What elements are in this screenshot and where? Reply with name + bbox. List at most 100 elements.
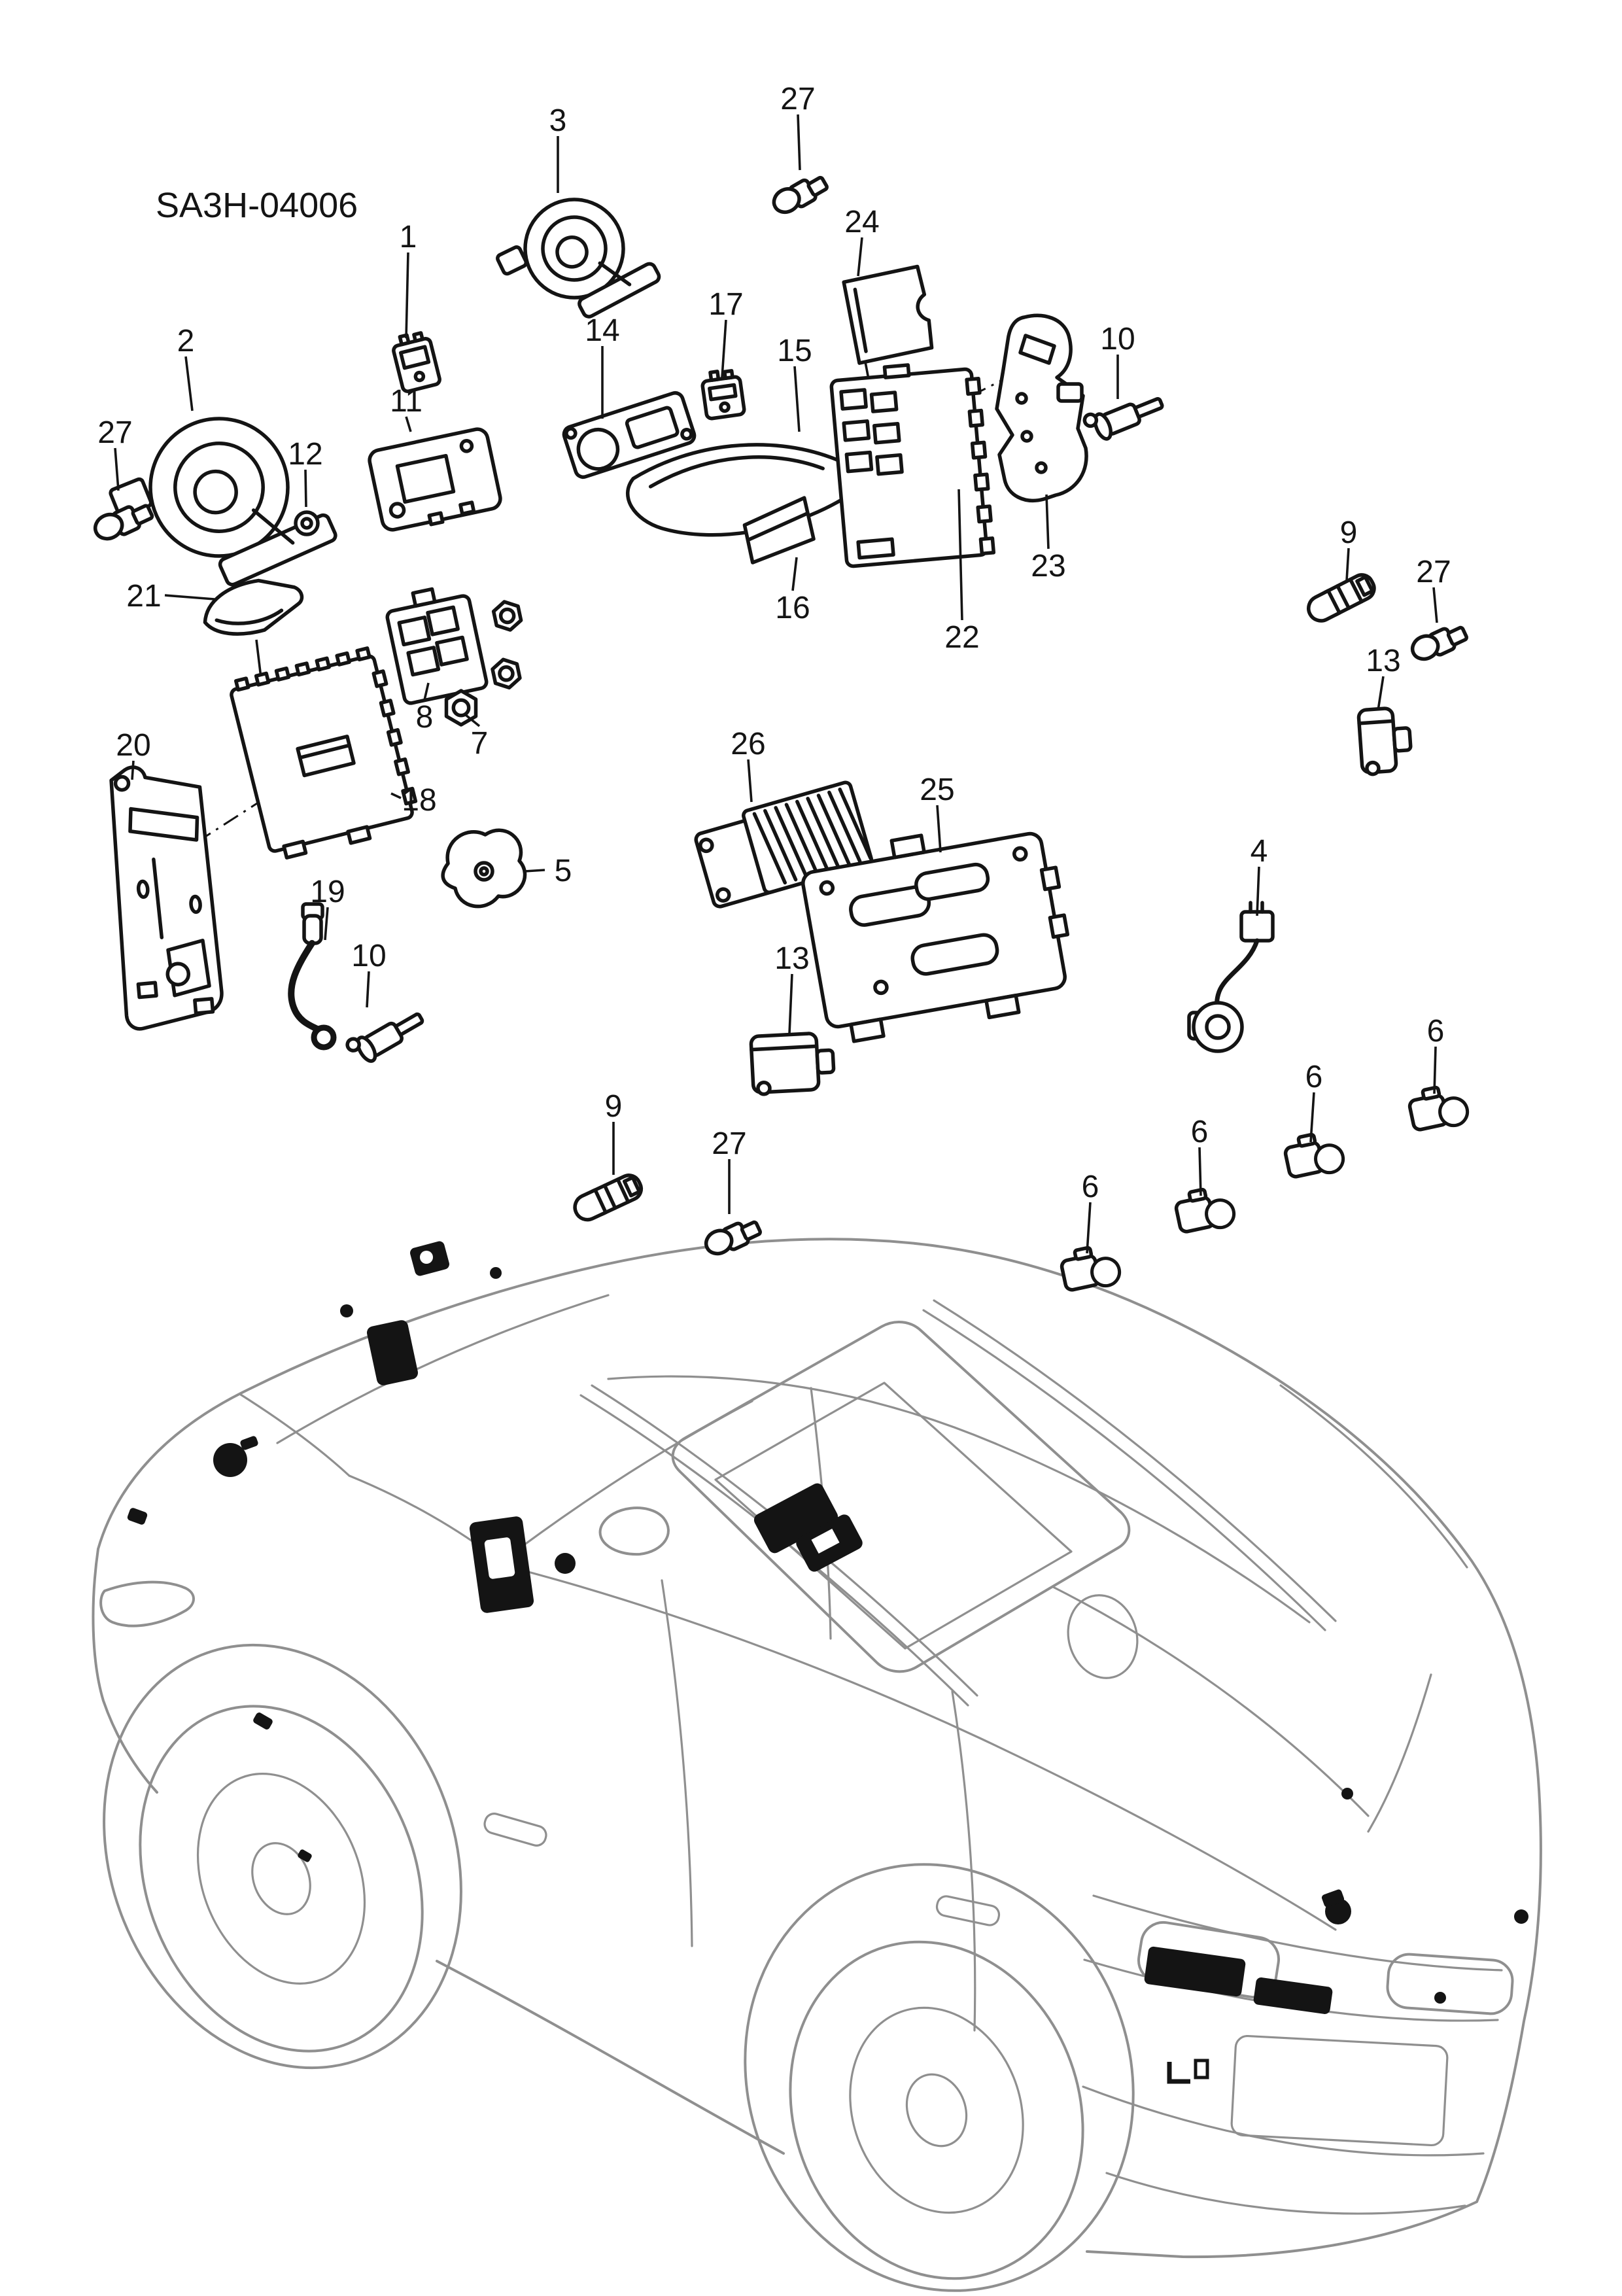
callout-leader: [1345, 548, 1350, 582]
part-10-2-speed-sensor: [345, 1012, 424, 1063]
callout-16: 16: [775, 557, 810, 625]
callout-4: 4: [1251, 834, 1268, 916]
part-5-isolator-mount: [441, 828, 527, 909]
car-front-tire: [139, 1705, 424, 2053]
part-27-3-bolt-sensor: [1410, 625, 1468, 661]
callout-leader: [958, 489, 963, 621]
callout-label: 10: [351, 939, 386, 973]
diagram-code: SA3H-04006: [156, 186, 358, 225]
callout-label: 4: [1251, 834, 1268, 869]
callout-label: 11: [390, 384, 423, 419]
callout-10-2: 10: [351, 939, 387, 1008]
part-23-support-bracket: [995, 313, 1088, 503]
callout-leader: [131, 760, 135, 780]
clip-mark: [127, 1508, 148, 1525]
callout-label: 16: [775, 591, 810, 625]
callout-17: 17: [708, 287, 744, 378]
callout-22: 22: [944, 489, 980, 655]
callout-5: 5: [524, 854, 572, 888]
callout-leader: [747, 759, 753, 803]
part-10-1-speed-sensor: [1082, 397, 1164, 441]
callout-leader: [1432, 587, 1438, 623]
part-1-switch-unit: [392, 331, 441, 393]
callout-9-1: 9: [1340, 515, 1357, 582]
car-front-lower: [92, 1548, 158, 1794]
callout-label: 2: [177, 324, 195, 358]
part-4-camera-assembly: [1187, 901, 1275, 1053]
car-tail-lamp-right: [1386, 1953, 1514, 2015]
car-rear-wheel-arch: [744, 1863, 1135, 2292]
callout-7: 7: [464, 714, 489, 761]
callout-12: 12: [288, 437, 323, 508]
part-24-mount-bracket: [842, 264, 934, 365]
callout-leader: [1086, 1202, 1092, 1254]
callout-label: 18: [402, 783, 436, 818]
car-rear-glass-lower: [1052, 1586, 1370, 1817]
car-door-seam-rear: [951, 1690, 976, 2032]
callout-6-4: 6: [1082, 1170, 1099, 1254]
part-6-4-parking-sensor: [1060, 1245, 1122, 1292]
car-rail-right-b: [922, 1309, 1326, 1631]
callout-6-1: 6: [1427, 1014, 1445, 1094]
car-sill: [436, 1960, 785, 2155]
callout-label: 22: [944, 620, 979, 655]
callout-leader: [1309, 1092, 1315, 1143]
callout-label: 7: [471, 726, 489, 761]
part-27-1-bolt-sensor: [772, 175, 829, 215]
part-22-body-control-module: [829, 363, 996, 568]
emblem-mark-box: [1194, 2059, 1209, 2079]
callout-leader: [405, 252, 409, 339]
bracket-mark-hole: [420, 1251, 433, 1264]
clip-mark: [298, 1849, 312, 1862]
callout-label: 13: [774, 941, 809, 976]
callout-19: 19: [310, 875, 345, 941]
callout-label: 6: [1082, 1170, 1099, 1204]
part-13-2-control-box: [749, 1032, 836, 1096]
callout-leader: [857, 237, 863, 277]
callout-24: 24: [844, 205, 880, 277]
callout-2: 2: [177, 324, 195, 411]
callout-label: 21: [126, 579, 161, 614]
car-rear-glass-side: [1367, 1673, 1432, 1833]
callout-leader: [184, 356, 194, 411]
car-sunroof: [671, 1321, 1131, 1673]
car-license-recess: [1230, 2034, 1449, 2147]
callout-label: 24: [844, 205, 879, 239]
rear-camera-stub: [1321, 1889, 1345, 1907]
roof-sensor-mark: [753, 1483, 838, 1554]
car-hood-crease: [239, 1393, 351, 1477]
part-25-control-module: [801, 831, 1070, 1043]
part-13-1-control-box: [1356, 706, 1413, 776]
part-27-2-bolt-sensor: [93, 504, 154, 541]
callout-leader: [793, 366, 801, 432]
car-door-handle-front: [483, 1813, 547, 1847]
callout-leader: [1198, 1147, 1202, 1196]
callout-leader: [936, 805, 942, 853]
part-6-1-parking-sensor: [1407, 1085, 1470, 1132]
vehicle-illustration: [92, 1238, 1542, 2292]
callout-leader: [1256, 866, 1260, 916]
callout-label: 12: [288, 437, 322, 472]
sensor-dot-mark: [1514, 1909, 1528, 1924]
car-glass-top: [607, 1375, 1311, 1624]
car-door-handle-rear: [935, 1895, 1001, 1926]
callout-27-4: 27: [712, 1126, 747, 1214]
callout-label: 6: [1427, 1014, 1445, 1049]
part-17-switch-unit: [700, 369, 746, 421]
callout-6-2: 6: [1305, 1060, 1323, 1143]
callout-label: 27: [780, 82, 815, 116]
callout-label: 27: [97, 415, 132, 450]
car-front-rim: [196, 1773, 366, 1985]
callout-label: 14: [585, 313, 619, 348]
callout-leader: [721, 319, 727, 378]
callout-23: 23: [1031, 494, 1066, 583]
callout-label: 6: [1305, 1060, 1323, 1094]
callout-18: 18: [390, 783, 437, 818]
car-tail-band-a: [1092, 1894, 1503, 1972]
part-18-control-unit: [230, 646, 418, 860]
car-front-wheel-arch: [103, 1643, 462, 2070]
part-16-cover-flap: [742, 496, 816, 565]
part-6-2-parking-sensor: [1283, 1132, 1345, 1179]
tail-lamp-detail-mark: [1253, 1977, 1333, 2014]
